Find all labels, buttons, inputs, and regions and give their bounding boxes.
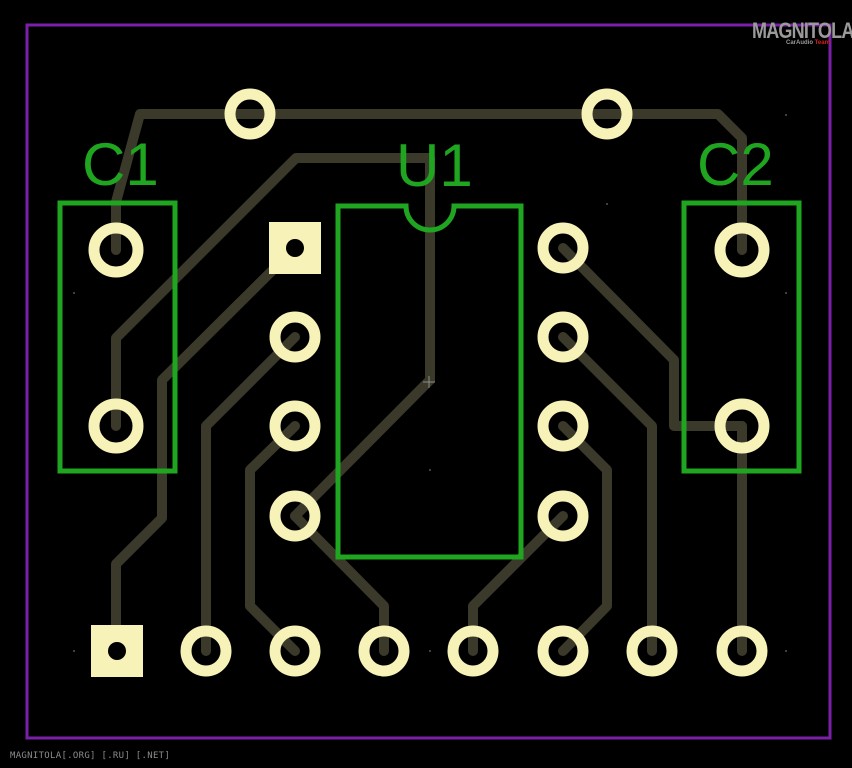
silkscreen	[57, 200, 802, 560]
c2-outline	[681, 200, 802, 474]
trace-pin1-bottom	[111, 243, 300, 656]
pad-u1-2	[269, 311, 321, 363]
pad-c1-1	[88, 222, 144, 278]
pad-conn-8	[716, 625, 768, 677]
trace-pin2-bottom	[201, 332, 300, 656]
pad-conn-4	[358, 625, 410, 677]
footer-text: MAGNITOLA[.ORG] [.RU] [.NET]	[10, 751, 171, 761]
crosshair-icon	[423, 376, 435, 388]
c1-outline	[57, 200, 178, 474]
pad-conn-5	[447, 625, 499, 677]
pad-u1-1-hole	[286, 239, 304, 257]
logo-main-text: MAGNITOLA	[752, 18, 852, 43]
logo-sub-text: CarAudio Team	[786, 40, 830, 46]
logo-sub-prefix: CarAudio	[786, 40, 813, 46]
trace-pin7-bottom	[558, 332, 657, 656]
pad-u1-6	[537, 400, 589, 452]
pad-top-right	[581, 88, 633, 140]
pad-conn-7	[626, 625, 678, 677]
trace-pin8-c2	[558, 243, 747, 431]
pad-u1-8	[537, 222, 589, 274]
pad-c2-1	[714, 222, 770, 278]
square-pads	[91, 222, 321, 677]
logo-sub-highlight: Team	[814, 40, 830, 46]
pad-u1-7	[537, 311, 589, 363]
pad-top-left	[224, 88, 276, 140]
square-pad-holes	[108, 239, 304, 660]
pad-conn-6	[537, 625, 589, 677]
pad-u1-5	[537, 490, 589, 542]
u1-outline	[335, 203, 524, 560]
pad-conn-2	[180, 625, 232, 677]
trace-pin3-bottom	[245, 421, 300, 656]
pad-c1-2	[88, 398, 144, 454]
pad-c2-2	[714, 398, 770, 454]
trace-pin6-bottom	[558, 421, 612, 656]
pad-conn-3	[269, 625, 321, 677]
pad-u1-4	[269, 490, 321, 542]
u1-ref: U1	[396, 132, 473, 199]
trace-top-bus	[245, 109, 747, 255]
pad-conn-1-hole	[108, 642, 126, 660]
grid-dots	[73, 114, 787, 652]
c1-ref: C1	[82, 131, 159, 198]
trace-u1-pin4	[290, 375, 435, 521]
pad-u1-3	[269, 400, 321, 452]
magnitola-logo: MAGNITOLA CarAudio Team	[752, 18, 852, 48]
board-outline	[25, 23, 832, 740]
pads	[88, 88, 770, 677]
c2-ref: C2	[697, 131, 774, 198]
